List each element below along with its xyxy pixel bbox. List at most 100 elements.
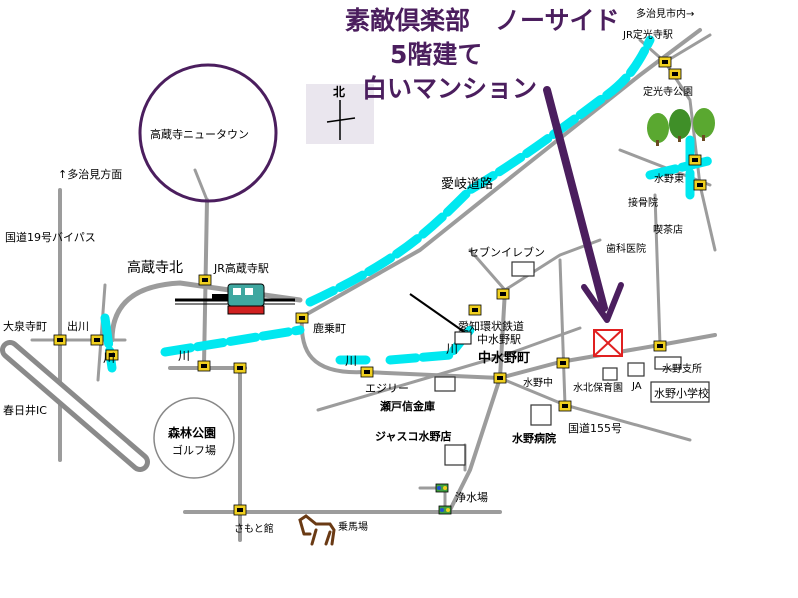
seto-bank-box [434, 376, 456, 392]
label-golf: ゴルフ場 [172, 443, 216, 457]
ja-box [627, 362, 645, 377]
label-ai-road: 愛岐道路 [441, 176, 493, 192]
signal-icon [468, 304, 482, 316]
label-newtown: 高蔵寺ニュータウン [150, 127, 249, 141]
signal-icon [496, 288, 510, 300]
label-kawa2: 川 [178, 349, 190, 363]
label-mizuno-east: 水野東 [654, 172, 684, 185]
signal-icon [233, 504, 247, 516]
destination-marker [593, 329, 623, 357]
label-seto-bank: 瀬戸信金庫 [380, 399, 435, 413]
signal-icon [198, 274, 212, 286]
label-bone: 接骨院 [628, 196, 658, 209]
road-newtown [193, 168, 209, 202]
newtown-circle [138, 63, 278, 203]
label-jokoji-park: 定光寺公園 [643, 85, 693, 98]
road-degawa-curve [109, 280, 303, 343]
train-icon [212, 283, 265, 315]
river-west [160, 325, 305, 357]
school-box [650, 381, 710, 403]
label-kozoji-kita: 高蔵寺北 [127, 259, 183, 276]
label-park: 森林公園 [168, 425, 216, 440]
label-tajimi-city: 多治見市内→ [636, 7, 694, 20]
hospital-box [530, 404, 552, 426]
signal-icon [693, 179, 707, 191]
signal-icon [556, 357, 570, 369]
label-jousui: 浄水場 [455, 490, 488, 504]
signal-icon [360, 366, 374, 378]
road-nakamizuno-vertical [448, 288, 507, 512]
river-east [645, 155, 717, 180]
traffic-signals [53, 56, 707, 516]
compass-north-label: 北 [333, 84, 345, 99]
label-aikan: 愛知環状鉄道 [458, 319, 524, 333]
label-jr-jokoji: JR定光寺駅 [622, 28, 673, 41]
pointer-arrow [543, 86, 624, 323]
label-degawa: 出川 [67, 319, 89, 333]
signal-icon [668, 68, 682, 80]
signal-icon [653, 340, 667, 352]
title-line1: 素敵倶楽部 ノーサイド [345, 6, 620, 35]
label-mizuno-elem: 水野小学校 [654, 386, 709, 400]
label-route19: 国道19号バイパス [5, 230, 96, 244]
label-jr-kozoji: JR高蔵寺駅 [213, 261, 269, 275]
seven-eleven-box [511, 261, 535, 277]
title-line2: 5階建て [390, 40, 482, 69]
jusco-box [444, 444, 466, 466]
aikan-line [409, 293, 471, 337]
label-mizuno-branch: 水野支所 [662, 363, 702, 375]
label-ja: JA [631, 381, 642, 392]
road-degawa-vertical [96, 283, 107, 382]
building-boxes [434, 261, 710, 466]
branch-box [654, 356, 682, 370]
label-oizumi: 大泉寺町 [3, 319, 47, 333]
label-tajimi-dir: ↑多治見方面 [58, 167, 122, 181]
label-jusco: ジャスコ水野店 [375, 429, 451, 443]
road-tajimi [663, 33, 712, 64]
tree-icons [647, 108, 715, 146]
expressway-inner [5, 345, 145, 467]
label-mizuno-naka: 水野中 [523, 376, 553, 389]
label-mizuno-hospital: 水野病院 [512, 431, 556, 445]
title-line3: 白いマンション [362, 74, 537, 103]
nursery-box [602, 367, 618, 381]
label-route155: 国道155号 [568, 421, 622, 435]
park-circle [153, 397, 235, 479]
label-kashimi: 鹿乗町 [313, 321, 346, 335]
label-dental: 歯科医院 [606, 242, 646, 255]
label-suihoku: 水北保育園 [573, 381, 623, 394]
signal-icon [90, 334, 104, 346]
signal-icon [438, 505, 452, 515]
signal-icon [53, 334, 67, 346]
road-right-vertical [653, 193, 662, 347]
label-nakamizuno: 中水野町 [478, 350, 530, 366]
signal-icon [658, 56, 672, 68]
label-egiri: エジリー [365, 382, 409, 395]
label-kawa1: 川 [103, 351, 115, 365]
road-marker-vertical [558, 258, 567, 407]
label-cafe: 喫茶店 [653, 223, 683, 236]
signal-icon [233, 362, 247, 374]
road-jokoji [638, 38, 702, 187]
signal-icon [688, 154, 702, 166]
label-jouba: 乗馬場 [338, 520, 368, 533]
label-seven: セブンイレブン [468, 245, 545, 259]
label-kawa4: 川 [446, 342, 458, 356]
signal-icon [558, 400, 572, 412]
signal-icon [295, 312, 309, 324]
road-diagonal-mid [316, 326, 582, 412]
horse-icon [298, 514, 336, 546]
signal-icon [197, 360, 211, 372]
compass [306, 84, 374, 144]
river-main [305, 35, 655, 307]
signal-icon [493, 372, 507, 384]
label-kasugai-ic: 春日井IC [3, 403, 47, 417]
station-icon [454, 331, 472, 345]
signal-icon [435, 483, 449, 493]
label-naka-station: 中水野駅 [477, 333, 521, 346]
signal-icon [105, 349, 119, 361]
label-samoto: さもと館 [234, 522, 274, 535]
label-kawa3: 川 [345, 354, 357, 368]
